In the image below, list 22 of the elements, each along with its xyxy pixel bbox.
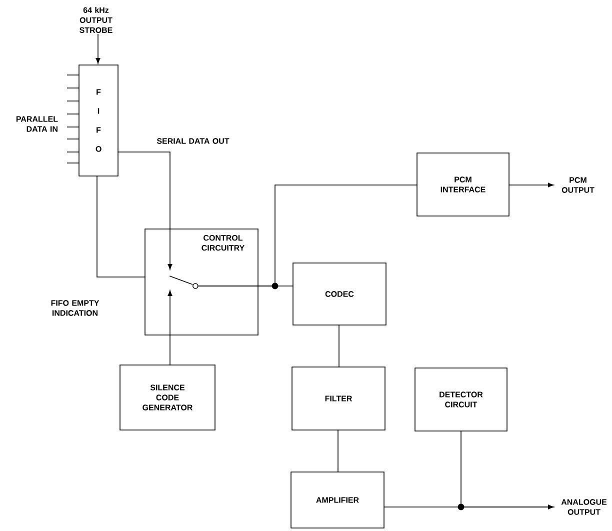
connector bbox=[168, 290, 172, 366]
block-box: CODEC bbox=[292, 262, 386, 326]
connector bbox=[460, 430, 554, 510]
input-label: 64 kHz OUTPUT STROBE bbox=[80, 7, 112, 33]
connector bbox=[96, 176, 146, 278]
block-box: FILTER bbox=[292, 366, 386, 430]
block-box: SILENCE CODE GENERATOR bbox=[120, 364, 216, 430]
connector bbox=[118, 152, 172, 270]
output-label: PCM OUTPUT bbox=[562, 177, 594, 193]
output-label: ANALOGUE OUTPUT bbox=[561, 499, 607, 515]
block-box: DETECTOR CIRCUIT bbox=[414, 368, 508, 432]
connector bbox=[96, 34, 100, 64]
block-box: PCM INTERFACE bbox=[416, 152, 510, 216]
connector bbox=[508, 182, 554, 188]
edge-label: SERIAL DATA OUT bbox=[156, 138, 230, 144]
fifo-box: F I F O bbox=[78, 64, 118, 176]
control-box: CONTROL CIRCUITRY bbox=[144, 228, 258, 336]
connector bbox=[338, 324, 340, 368]
edge-label: FIFO EMPTY INDICATION bbox=[51, 300, 100, 316]
block-box: AMPLIFIER bbox=[290, 472, 384, 528]
signal-label: PARALLEL DATA IN bbox=[16, 116, 58, 132]
switch-symbol bbox=[169, 276, 198, 289]
